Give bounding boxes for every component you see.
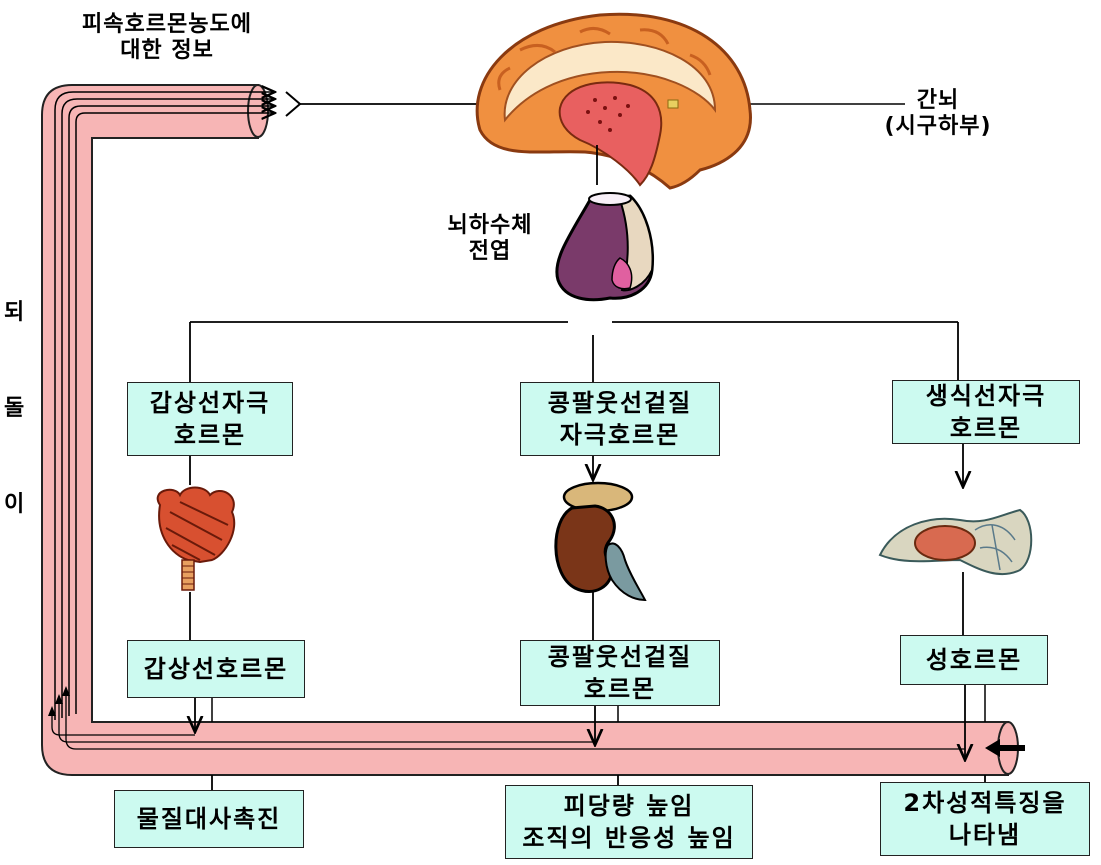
sex-hormone-box: 성호르몬 xyxy=(900,635,1048,685)
thyroid-hormone-box: 갑상선호르몬 xyxy=(127,640,305,698)
brain-icon xyxy=(475,12,752,190)
thyroid-stimulating-hormone-box: 갑상선자극 호르몬 xyxy=(127,382,293,456)
acth-box: 콩팔웃선겉질 자극호르몬 xyxy=(520,382,720,456)
flow-direction-arrow xyxy=(985,739,1025,757)
metabolism-effect-box: 물질대사촉진 xyxy=(114,790,304,848)
distribution-lines xyxy=(189,321,959,382)
feedback-tube xyxy=(41,84,1025,776)
feedback-char-1: 되 xyxy=(4,300,25,325)
thyroid-gland-icon xyxy=(156,486,236,591)
pituitary-gland-icon xyxy=(555,192,655,302)
tube-to-effect-connectors xyxy=(211,775,986,790)
secondary-sex-traits-box: 2차성적특징을 나타냄 xyxy=(880,782,1090,856)
adrenal-kidney-icon xyxy=(554,481,647,602)
stimulating-connectors xyxy=(189,443,963,487)
adrenal-cortex-hormone-box: 콩팔웃선겉질 호르몬 xyxy=(520,640,720,706)
feedback-char-2: 돌 xyxy=(4,396,25,421)
gonad-icon xyxy=(878,508,1033,576)
hypothalamus-label: 간뇌 (시구하부) xyxy=(884,88,992,139)
pituitary-label: 뇌하수체 전엽 xyxy=(447,213,533,264)
hormone-to-tube-connectors xyxy=(195,685,986,760)
blood-sugar-effect-box: 피당량 높임 조직의 반응성 높임 xyxy=(505,785,753,859)
feedback-info-label: 피속호르몬농도에 대한 정보 xyxy=(82,12,252,63)
feedback-char-3: 이 xyxy=(4,492,25,517)
gonadotropin-box: 생식선자극 호르몬 xyxy=(892,380,1080,444)
